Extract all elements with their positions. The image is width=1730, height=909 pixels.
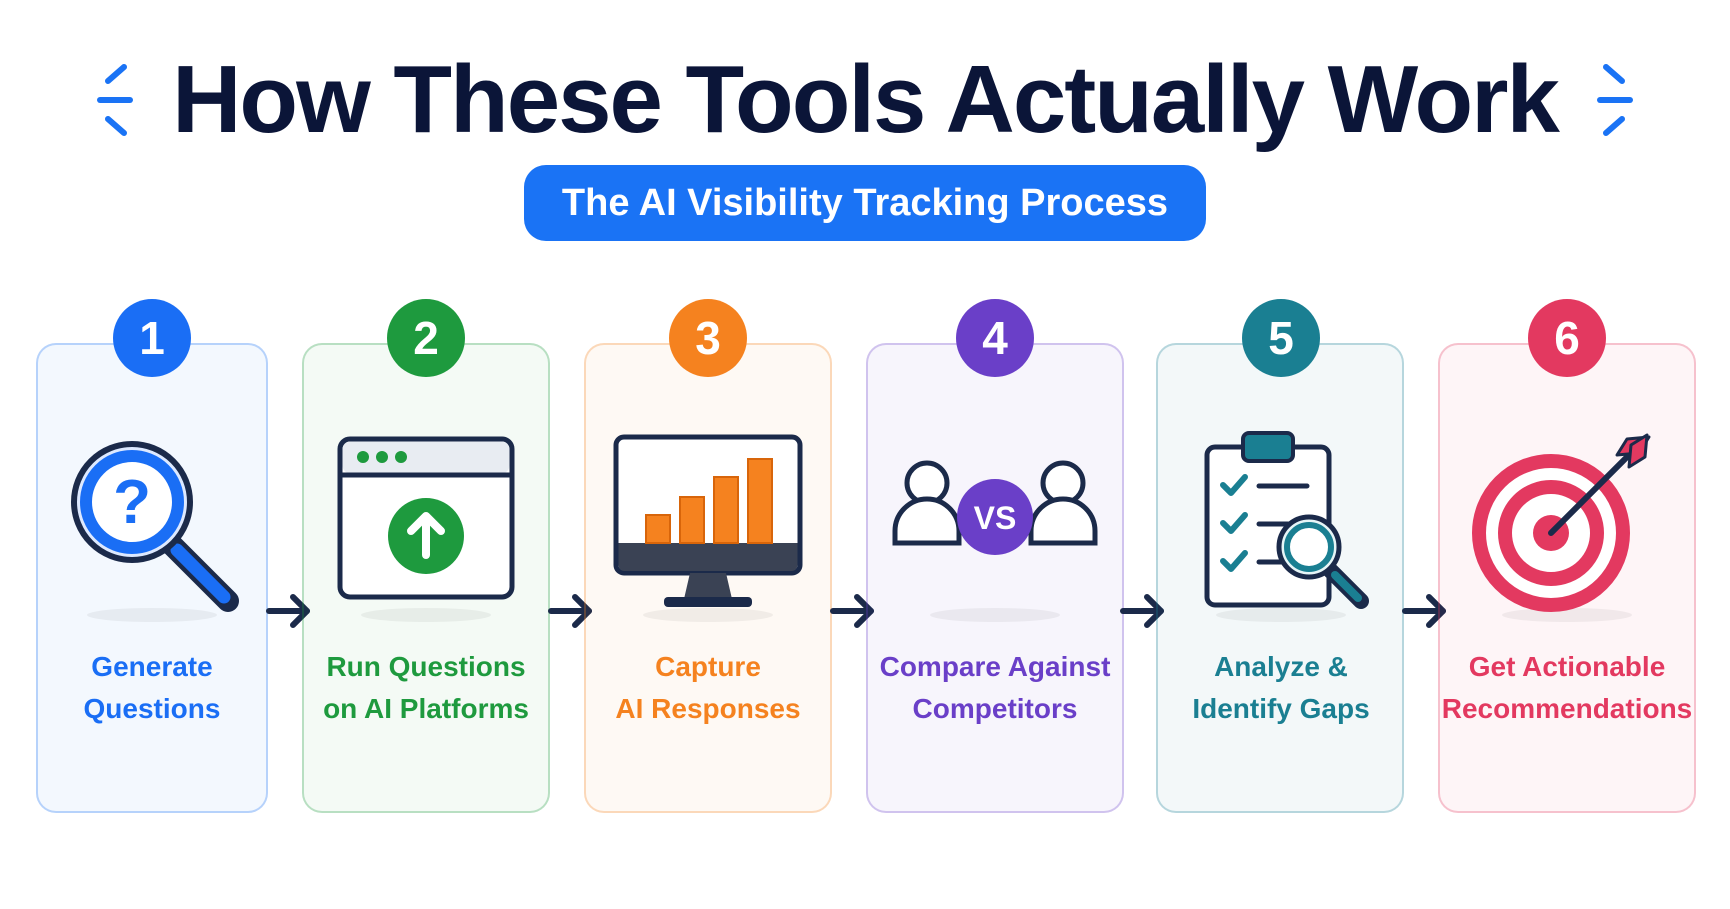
- monitor-bar-chart-icon: [613, 434, 803, 607]
- step-label: Capture AI Responses: [583, 646, 833, 730]
- step-label-line1: Get Actionable: [1468, 651, 1666, 682]
- step-label-line2: AI Responses: [615, 693, 801, 724]
- step-label: Run Questions on AI Platforms: [301, 646, 551, 730]
- clipboard-magnifier-icon: [1204, 431, 1369, 609]
- step-label-line1: Compare Against: [879, 651, 1111, 682]
- step-label-line2: Questions: [83, 693, 221, 724]
- icon-shadow: [643, 608, 773, 622]
- spark-left-icon: [97, 64, 134, 136]
- step-number-badge: 1: [113, 299, 191, 377]
- step-label-line2: Competitors: [912, 693, 1078, 724]
- step-label-line1: Generate: [91, 651, 213, 682]
- step-label-line1: Run Questions: [326, 651, 526, 682]
- step-label-line1: Capture: [655, 651, 761, 682]
- vs-text: VS: [974, 500, 1017, 536]
- arrow-right-icon: [1402, 594, 1446, 628]
- step-label-line2: Recommendations: [1441, 693, 1693, 724]
- users-versus-icon: VS: [892, 460, 1098, 555]
- browser-upload-icon: [337, 436, 515, 600]
- step-card-4: [866, 343, 1124, 813]
- arrow-right-icon: [266, 594, 310, 628]
- icon-shadow: [87, 608, 217, 622]
- page-title: How These Tools Actually Work: [172, 46, 1560, 153]
- step-number-badge: 4: [956, 299, 1034, 377]
- step-label-line1: Analyze &: [1214, 651, 1348, 682]
- arrow-right-icon: [830, 594, 874, 628]
- icon-shadow: [930, 608, 1060, 622]
- icon-shadow: [361, 608, 491, 622]
- step-label-line2: on AI Platforms: [323, 693, 529, 724]
- target-arrow-icon: [1472, 433, 1651, 612]
- step-number-badge: 2: [387, 299, 465, 377]
- step-number-badge: 3: [669, 299, 747, 377]
- icon-shadow: [1216, 608, 1346, 622]
- subtitle-pill: The AI Visibility Tracking Process: [523, 165, 1207, 241]
- title-row: How These Tools Actually Work: [0, 40, 1730, 160]
- subtitle-wrap: The AI Visibility Tracking Process: [0, 165, 1730, 241]
- step-label: Generate Questions: [27, 646, 277, 730]
- step-label: Analyze & Identify Gaps: [1156, 646, 1406, 730]
- step-number-badge: 5: [1242, 299, 1320, 377]
- step-label: Get Actionable Recommendations: [1432, 646, 1702, 730]
- step-label-line2: Identify Gaps: [1192, 693, 1370, 724]
- svg-text:?: ?: [113, 468, 151, 537]
- icon-shadow: [1502, 608, 1632, 622]
- arrow-right-icon: [548, 594, 592, 628]
- magnifier-question-icon: ?: [71, 441, 239, 612]
- step-number-badge: 6: [1528, 299, 1606, 377]
- spark-right-icon: [1596, 64, 1633, 136]
- arrow-right-icon: [1120, 594, 1164, 628]
- step-label: Compare Against Competitors: [860, 646, 1130, 730]
